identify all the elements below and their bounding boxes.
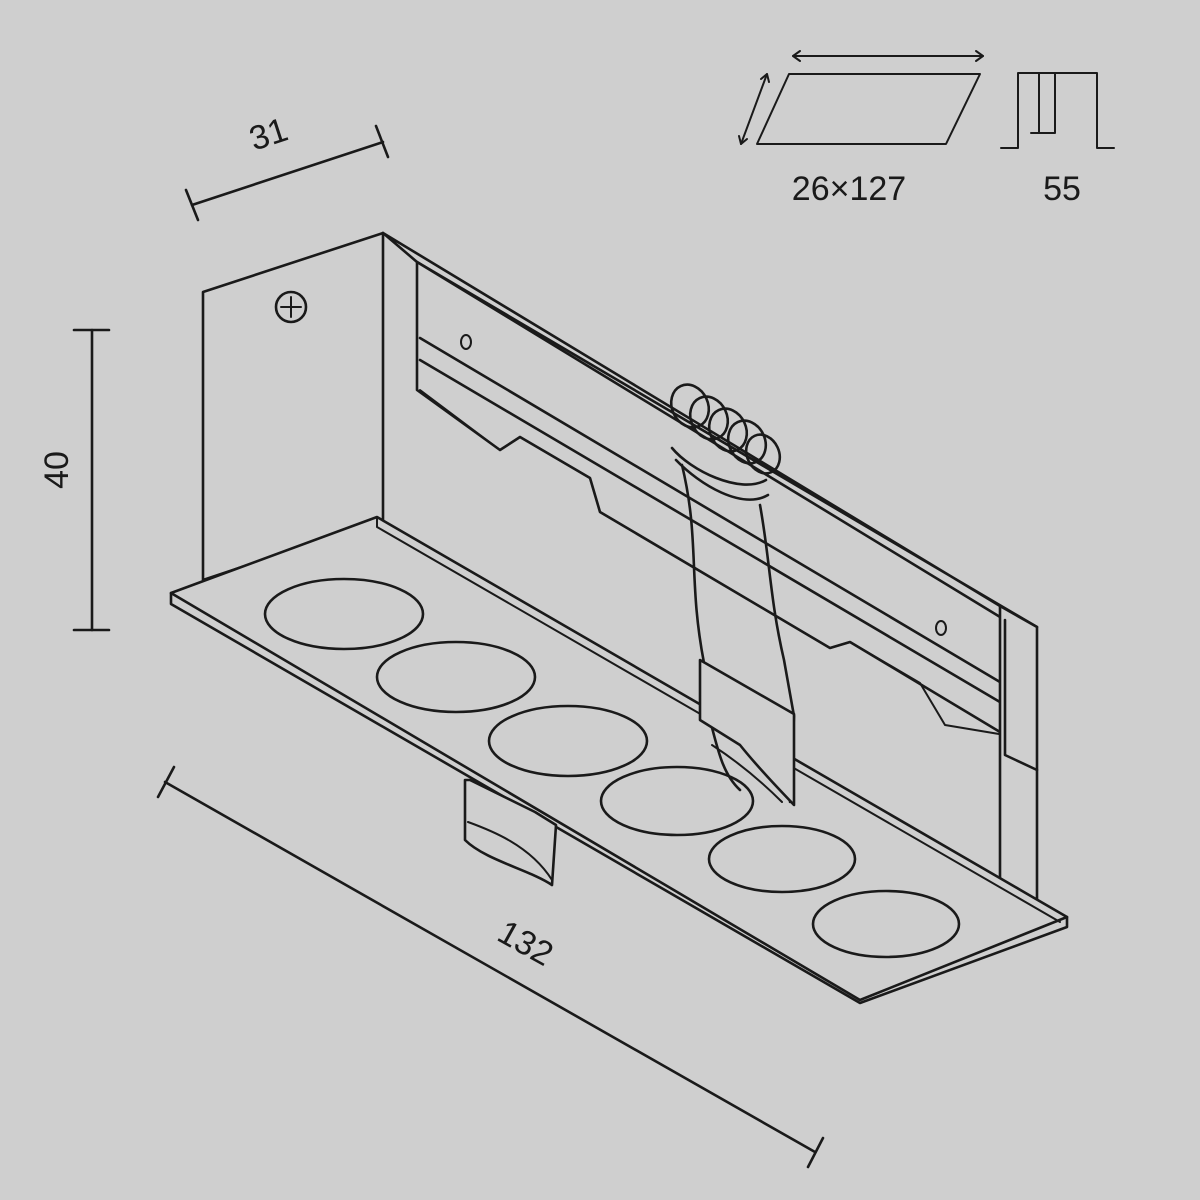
length-dimension-label: 132 (491, 913, 559, 974)
lens-opening-2 (375, 640, 537, 714)
cutout-size-label: 26×127 (792, 170, 906, 208)
lens-opening-1 (263, 577, 425, 651)
length-dimension-line (156, 765, 825, 1169)
front-spring-clip (463, 778, 558, 887)
lens-openings (263, 577, 961, 959)
depth-dimension-line (184, 124, 390, 222)
cutout-size-icon (738, 50, 984, 145)
height-dimension-line (72, 328, 111, 632)
lens-opening-4 (599, 765, 755, 837)
lens-opening-6 (811, 889, 961, 959)
recess-depth-label: 55 (1043, 170, 1081, 208)
lens-opening-3 (487, 704, 649, 778)
height-dimension-label: 40 (38, 451, 76, 489)
luminaire-body (201, 231, 1039, 907)
spring-coil (669, 383, 782, 501)
spring-clip (669, 383, 796, 807)
depth-dimension-label: 31 (245, 111, 293, 159)
recess-depth-icon (1000, 72, 1115, 149)
lens-opening-5 (707, 824, 857, 894)
